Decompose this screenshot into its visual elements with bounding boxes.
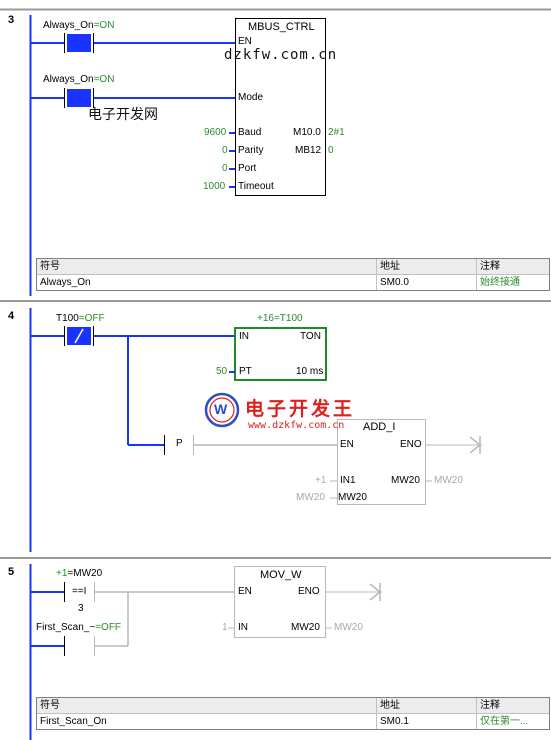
- contact-always-on-1: [67, 34, 91, 52]
- table-header: 符号 地址 注释: [37, 698, 549, 714]
- pin-in: IN: [238, 622, 248, 633]
- pin-mode: Mode: [238, 92, 264, 103]
- block-title: ADD_I: [363, 421, 396, 433]
- pin-in1: IN1: [340, 475, 356, 486]
- value-baud: 9600: [204, 127, 227, 138]
- contact-label: Always_On=ON: [43, 20, 115, 31]
- watermark-url: dzkfw.com.cn: [224, 47, 338, 63]
- pin-en: EN: [238, 36, 252, 47]
- compare-op: ==I: [72, 586, 87, 597]
- watermark-text: 电子开发网: [88, 107, 158, 123]
- table-row[interactable]: First_Scan_On SM0.1 仅在第一...: [37, 714, 549, 729]
- value-parity: 0: [222, 145, 228, 156]
- network-number: 3: [8, 14, 15, 26]
- table-row[interactable]: Always_On SM0.0 始终接通: [37, 275, 549, 290]
- contact-label: Always_On=ON: [43, 74, 115, 85]
- value-port: 0: [222, 163, 228, 174]
- value-in2: MW20: [296, 492, 325, 503]
- timer-type: TON: [300, 331, 321, 342]
- pin-in2-value: MW20: [338, 492, 367, 503]
- ton-timer-box: [234, 327, 327, 381]
- mov-w-box: [234, 566, 326, 638]
- watermark-logo-letter: W: [214, 401, 228, 417]
- watermark-logo: [204, 392, 240, 428]
- pin-out-error: MB12: [295, 145, 322, 156]
- pin-baud: Baud: [238, 127, 262, 138]
- value-in: 1: [222, 622, 228, 633]
- add-i-box: [337, 419, 426, 505]
- symbol-table: 符号 地址 注释 First_Scan_On SM0.1 仅在第一...: [36, 697, 550, 730]
- p-contact-label: P: [176, 438, 183, 449]
- pin-eno: ENO: [400, 439, 422, 450]
- value-timeout: 1000: [203, 181, 226, 192]
- watermark-url: www.dzkfw.com.cn: [248, 420, 345, 431]
- contact-label: First_Scan_~=OFF: [36, 622, 122, 633]
- mbus-ctrl-box: [235, 18, 326, 196]
- pin-port: Port: [238, 163, 257, 174]
- pin-en: EN: [238, 586, 252, 597]
- pin-out-value: MW20: [391, 475, 420, 486]
- network-number: 4: [8, 310, 15, 322]
- network-number: 5: [8, 566, 15, 578]
- pin-out-done: M10.0: [293, 127, 321, 138]
- block-title: MBUS_CTRL: [248, 21, 315, 33]
- pin-in: IN: [239, 331, 249, 342]
- pin-timeout: Timeout: [238, 181, 274, 192]
- value-in1: +1: [315, 475, 327, 486]
- watermark-brand: 电子开发王: [245, 398, 356, 420]
- value-pt: 50: [216, 366, 228, 377]
- contact-label: T100=OFF: [56, 313, 105, 324]
- pin-eno: ENO: [298, 586, 320, 597]
- symbol-table: 符号 地址 注释 Always_On SM0.0 始终接通: [36, 258, 550, 291]
- timer-resolution: 10 ms: [296, 366, 324, 377]
- value-out: MW20: [334, 622, 363, 633]
- table-header: 符号 地址 注释: [37, 259, 549, 275]
- block-title: MOV_W: [260, 569, 302, 581]
- compare-label: +1=MW20: [56, 568, 103, 579]
- contact-always-on-2: [67, 89, 91, 107]
- pin-en: EN: [340, 439, 354, 450]
- pin-pt: PT: [239, 366, 252, 377]
- compare-const: 3: [78, 603, 84, 614]
- value-out: MW20: [434, 475, 463, 486]
- pin-parity: Parity: [238, 145, 264, 156]
- value-error: 0: [328, 145, 334, 156]
- pin-out-value: MW20: [291, 622, 320, 633]
- value-done: 2#1: [328, 127, 345, 138]
- timer-value: +16=T100: [257, 313, 303, 324]
